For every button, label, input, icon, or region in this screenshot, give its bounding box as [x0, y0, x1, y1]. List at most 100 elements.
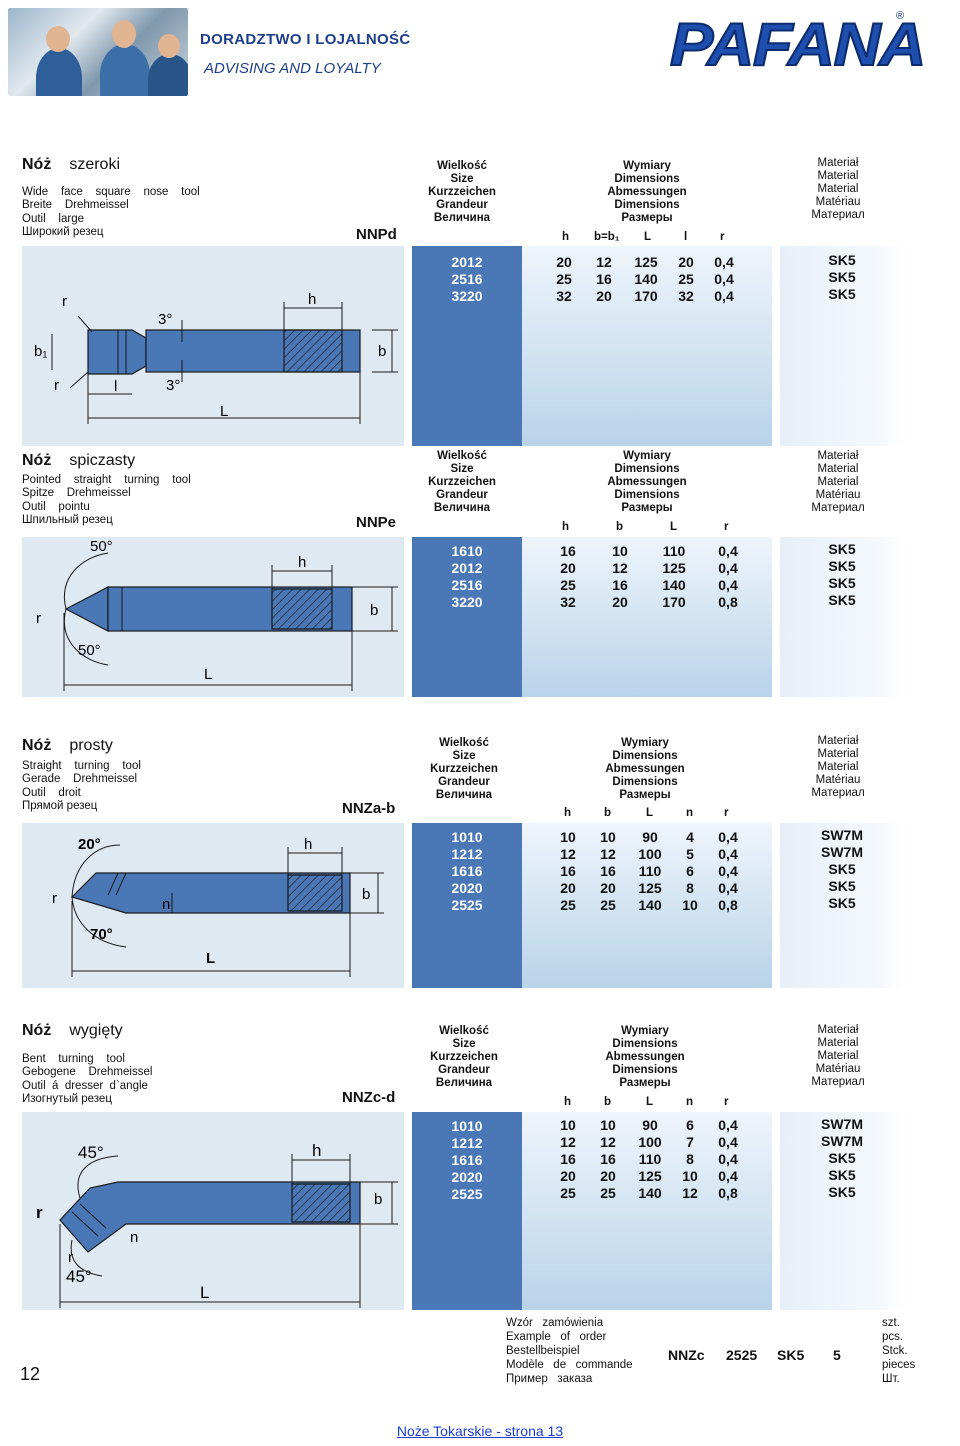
- size-value: 1010: [451, 829, 483, 845]
- material-column: SK5 SK5 SK5 SK5: [780, 537, 904, 697]
- material-value: SW7M: [821, 844, 863, 860]
- dimension-L-label: L: [220, 403, 228, 420]
- logo-registered-mark: ®: [896, 10, 905, 22]
- material-value: SK5: [828, 558, 856, 574]
- material-value: SK5: [828, 1184, 856, 1200]
- order-example-labels: Wzór zamówienia Example of order Bestell…: [506, 1317, 633, 1385]
- nose-radius-label-lower: r: [54, 377, 59, 394]
- size-value: 2516: [451, 271, 483, 287]
- size-value: 2525: [451, 1186, 483, 1202]
- material-value: SK5: [828, 592, 856, 608]
- size-column: 1010 1212 1616 2020 2525: [412, 823, 522, 988]
- nose-radius-label: r: [36, 610, 41, 627]
- material-value: SK5: [828, 895, 856, 911]
- angle-label-top: 3°: [158, 311, 172, 328]
- angle-label-bottom: 45°: [66, 1267, 92, 1286]
- angle-label-bottom: 70°: [90, 926, 113, 943]
- dimension-h-label: h: [308, 291, 316, 308]
- material-value: SK5: [828, 575, 856, 591]
- dimension-b-label: b: [378, 343, 386, 360]
- size-value: 2012: [451, 254, 483, 270]
- dimension-h-label: h: [304, 836, 312, 853]
- tagline-english: ADVISING AND LOYALTY: [204, 60, 381, 77]
- angle-label-top: 20°: [78, 836, 101, 853]
- size-value: 1610: [451, 543, 483, 559]
- material-value: SK5: [828, 861, 856, 877]
- material-column: SW7M SW7M SK5 SK5 SK5: [780, 823, 904, 988]
- next-page-link[interactable]: Noże Tokarskie - strona 13: [396, 1423, 564, 1439]
- material-column: SW7M SW7M SK5 SK5 SK5: [780, 1112, 904, 1310]
- size-value: 2525: [451, 897, 483, 913]
- material-value: SW7M: [821, 1133, 863, 1149]
- page-header: DORADZTWO I LOJALNOŚĆ ADVISING AND LOYAL…: [0, 0, 960, 110]
- nose-radius-label: r: [36, 1203, 43, 1222]
- tool-diagram: 20° 70° r n h b L: [22, 823, 404, 988]
- size-value: 1212: [451, 846, 483, 862]
- pafana-logo: PAFANA ®: [669, 6, 927, 86]
- dimension-n-label: n: [130, 1229, 138, 1246]
- tool-diagram: r r 3° 3° h b₁ b l L: [22, 246, 404, 446]
- material-value: SK5: [828, 541, 856, 557]
- size-column: 1610 2012 2516 3220: [412, 537, 522, 697]
- dimension-b1-label: b₁: [34, 343, 47, 360]
- tool-code: NNZc-d: [342, 1089, 396, 1106]
- tagline-polish: DORADZTWO I LOJALNOŚĆ: [200, 31, 411, 48]
- dimension-h-label: h: [312, 1141, 321, 1160]
- size-value: 1212: [451, 1135, 483, 1151]
- dimension-L-label: L: [200, 1283, 209, 1302]
- nose-radius-label-lower: r: [68, 1249, 73, 1266]
- dimension-b-label: b: [370, 602, 378, 619]
- size-value: 3220: [451, 594, 483, 610]
- material-value: SK5: [828, 878, 856, 894]
- dimension-L-label: L: [204, 666, 212, 683]
- size-value: 3220: [451, 288, 483, 304]
- nose-radius-label: r: [52, 890, 57, 907]
- dimension-l-label: l: [114, 378, 117, 395]
- size-value: 1616: [451, 1152, 483, 1168]
- size-column: 1010 1212 1616 2020 2525: [412, 1112, 522, 1310]
- size-value: 2020: [451, 880, 483, 896]
- size-value: 1616: [451, 863, 483, 879]
- dimension-b-label: b: [362, 886, 370, 903]
- order-example-material: SK5: [777, 1347, 805, 1363]
- angle-label-top: 45°: [78, 1143, 104, 1162]
- logo-text: PAFANA: [669, 10, 927, 79]
- tool-diagram: 50° 50° r h b L: [22, 537, 404, 697]
- dimension-n-label: n: [162, 896, 170, 913]
- size-value: 2012: [451, 560, 483, 576]
- advisors-photo: [8, 8, 188, 96]
- order-example-code: NNZc: [668, 1347, 705, 1363]
- tool-diagram: 45° 45° r r n h b L: [22, 1112, 404, 1310]
- angle-label-bottom: 3°: [166, 377, 180, 394]
- material-value: SW7M: [821, 1116, 863, 1132]
- dimension-h-label: h: [298, 554, 306, 571]
- angle-label-bottom: 50°: [78, 642, 101, 659]
- tool-code: NNZa-b: [342, 800, 396, 817]
- material-value: SK5: [828, 252, 856, 268]
- nose-radius-label: r: [62, 293, 67, 310]
- size-column: 2012 2516 3220: [412, 246, 522, 446]
- material-value: SW7M: [821, 827, 863, 843]
- order-units: szt. pcs. Stck. pieces Шт.: [882, 1317, 916, 1385]
- angle-label-top: 50°: [90, 538, 113, 555]
